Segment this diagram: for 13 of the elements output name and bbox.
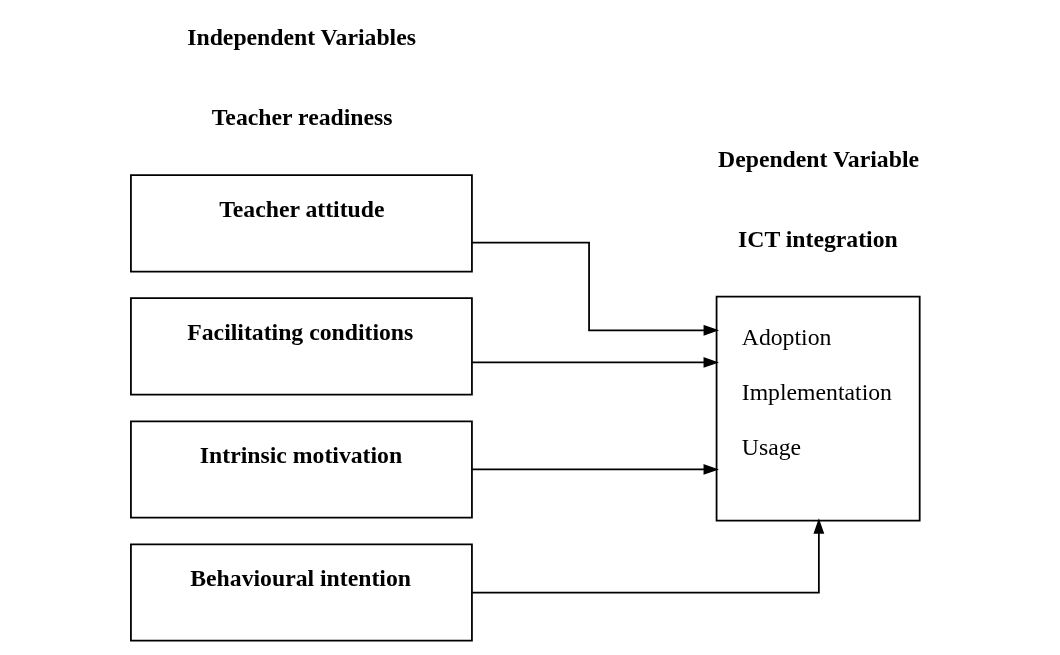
arrow: [470, 357, 719, 368]
arrow: [470, 518, 824, 594]
node-box: Behavioural intention: [129, 543, 473, 642]
node-box: Adoption Implementation Usage: [715, 295, 921, 522]
arrow: [470, 241, 719, 336]
node-box: Facilitating conditions: [129, 297, 473, 396]
node-box: Intrinsic motivation: [129, 420, 473, 519]
arrow: [470, 464, 719, 475]
label: Teacher readiness: [211, 104, 392, 131]
label: Independent Variables: [186, 24, 416, 51]
label: ICT integration: [737, 225, 898, 252]
label: Dependent Variable: [717, 145, 919, 172]
node-box: Teacher attitude: [129, 174, 473, 273]
